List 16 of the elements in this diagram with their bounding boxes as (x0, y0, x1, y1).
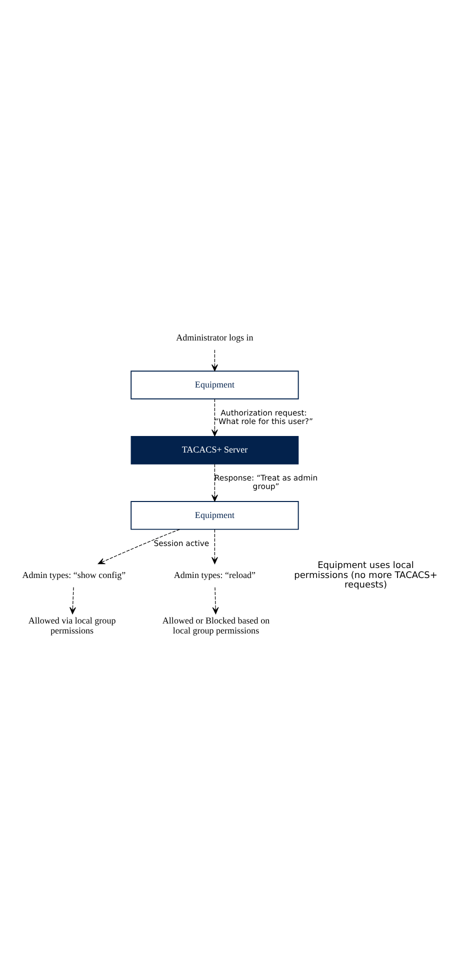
arrow (211, 463, 218, 502)
node-text: Allowed or Blocked based on local group permissions (162, 615, 270, 635)
arrow (212, 586, 219, 614)
node-text: Admin types: “reload” (174, 569, 256, 580)
node-text: Allowed via local group permissions (28, 615, 116, 635)
node-box: TACACS+ Server (130, 436, 299, 464)
arrow (70, 586, 76, 614)
arrow (211, 528, 218, 564)
label: Equipment uses local permissions (no more TACACS+ requests) (294, 560, 438, 590)
arrow (211, 398, 218, 436)
node-box: Equipment (130, 370, 299, 399)
node-text: Administrator logs in (176, 332, 254, 342)
arrow (98, 528, 180, 564)
node-text: Admin types: “show config” (22, 569, 126, 580)
arrow (211, 349, 218, 371)
node-box: Equipment (130, 500, 299, 530)
